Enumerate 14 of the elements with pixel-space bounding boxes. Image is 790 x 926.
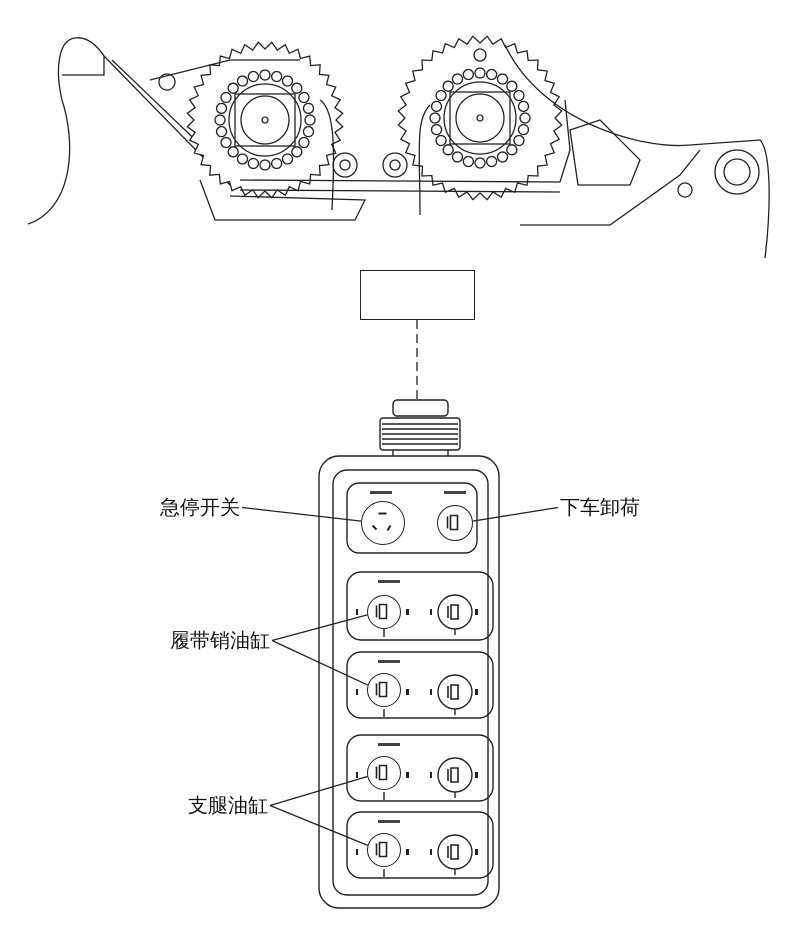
leader-line xyxy=(272,640,368,686)
switch-knob xyxy=(367,673,401,707)
receiver-box xyxy=(360,270,475,320)
leader-line xyxy=(272,614,368,642)
switch-knob xyxy=(367,756,401,790)
emergency-stop-switch xyxy=(361,501,405,545)
leader-line xyxy=(270,804,368,846)
leader-line xyxy=(270,776,368,806)
switch-knob xyxy=(367,595,401,629)
switch-knob xyxy=(367,833,401,867)
leader-line xyxy=(472,506,558,522)
cable-line xyxy=(416,320,418,400)
leader-line xyxy=(242,506,362,522)
switch-knob xyxy=(437,505,473,541)
